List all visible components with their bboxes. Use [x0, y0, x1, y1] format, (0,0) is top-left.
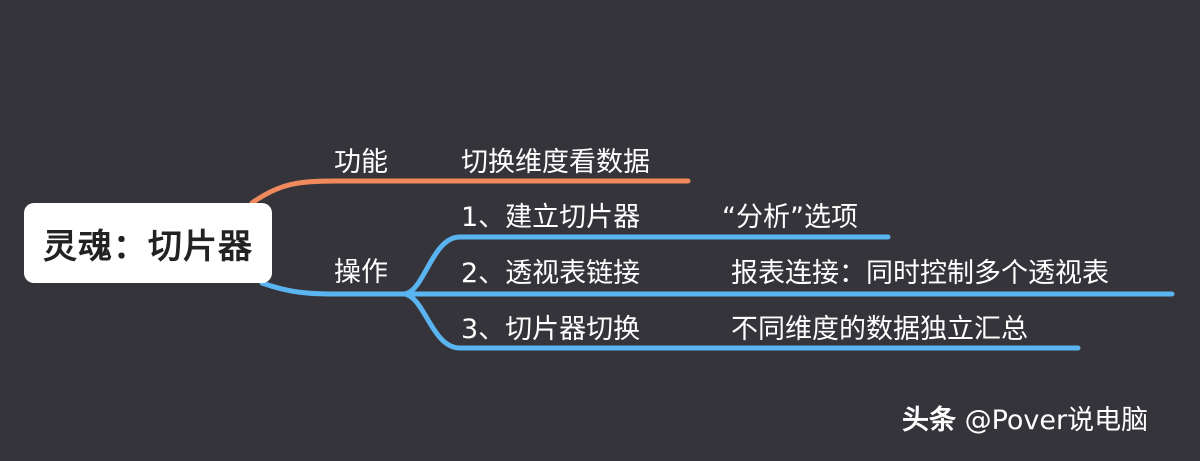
op-1-detail: “分析”选项	[722, 202, 858, 233]
op-3-label: 3、切片器切换	[461, 314, 641, 345]
op-2-detail: 报表连接：同时控制多个透视表	[731, 258, 1109, 289]
branch-label-gongneng: 功能	[334, 147, 388, 178]
connector-caozuo	[259, 280, 415, 297]
connector-op-3	[402, 291, 1081, 351]
branch-label-caozuo: 操作	[334, 257, 388, 288]
connector-op-1	[402, 234, 891, 297]
root-label: 灵魂：切片器	[43, 226, 253, 267]
op-2-label: 2、透视表链接	[461, 258, 641, 289]
watermark-brand: 头条	[902, 405, 956, 436]
op-3-detail: 不同维度的数据独立汇总	[731, 314, 1028, 345]
connector-gongneng	[249, 178, 691, 206]
watermark-handle: @Pover说电脑	[964, 405, 1149, 436]
watermark: 头条 @Pover说电脑	[902, 407, 1148, 434]
root-node: 灵魂：切片器	[24, 203, 272, 283]
node-qiehuan-weidu: 切换维度看数据	[461, 147, 650, 178]
op-1-label: 1、建立切片器	[461, 202, 641, 233]
